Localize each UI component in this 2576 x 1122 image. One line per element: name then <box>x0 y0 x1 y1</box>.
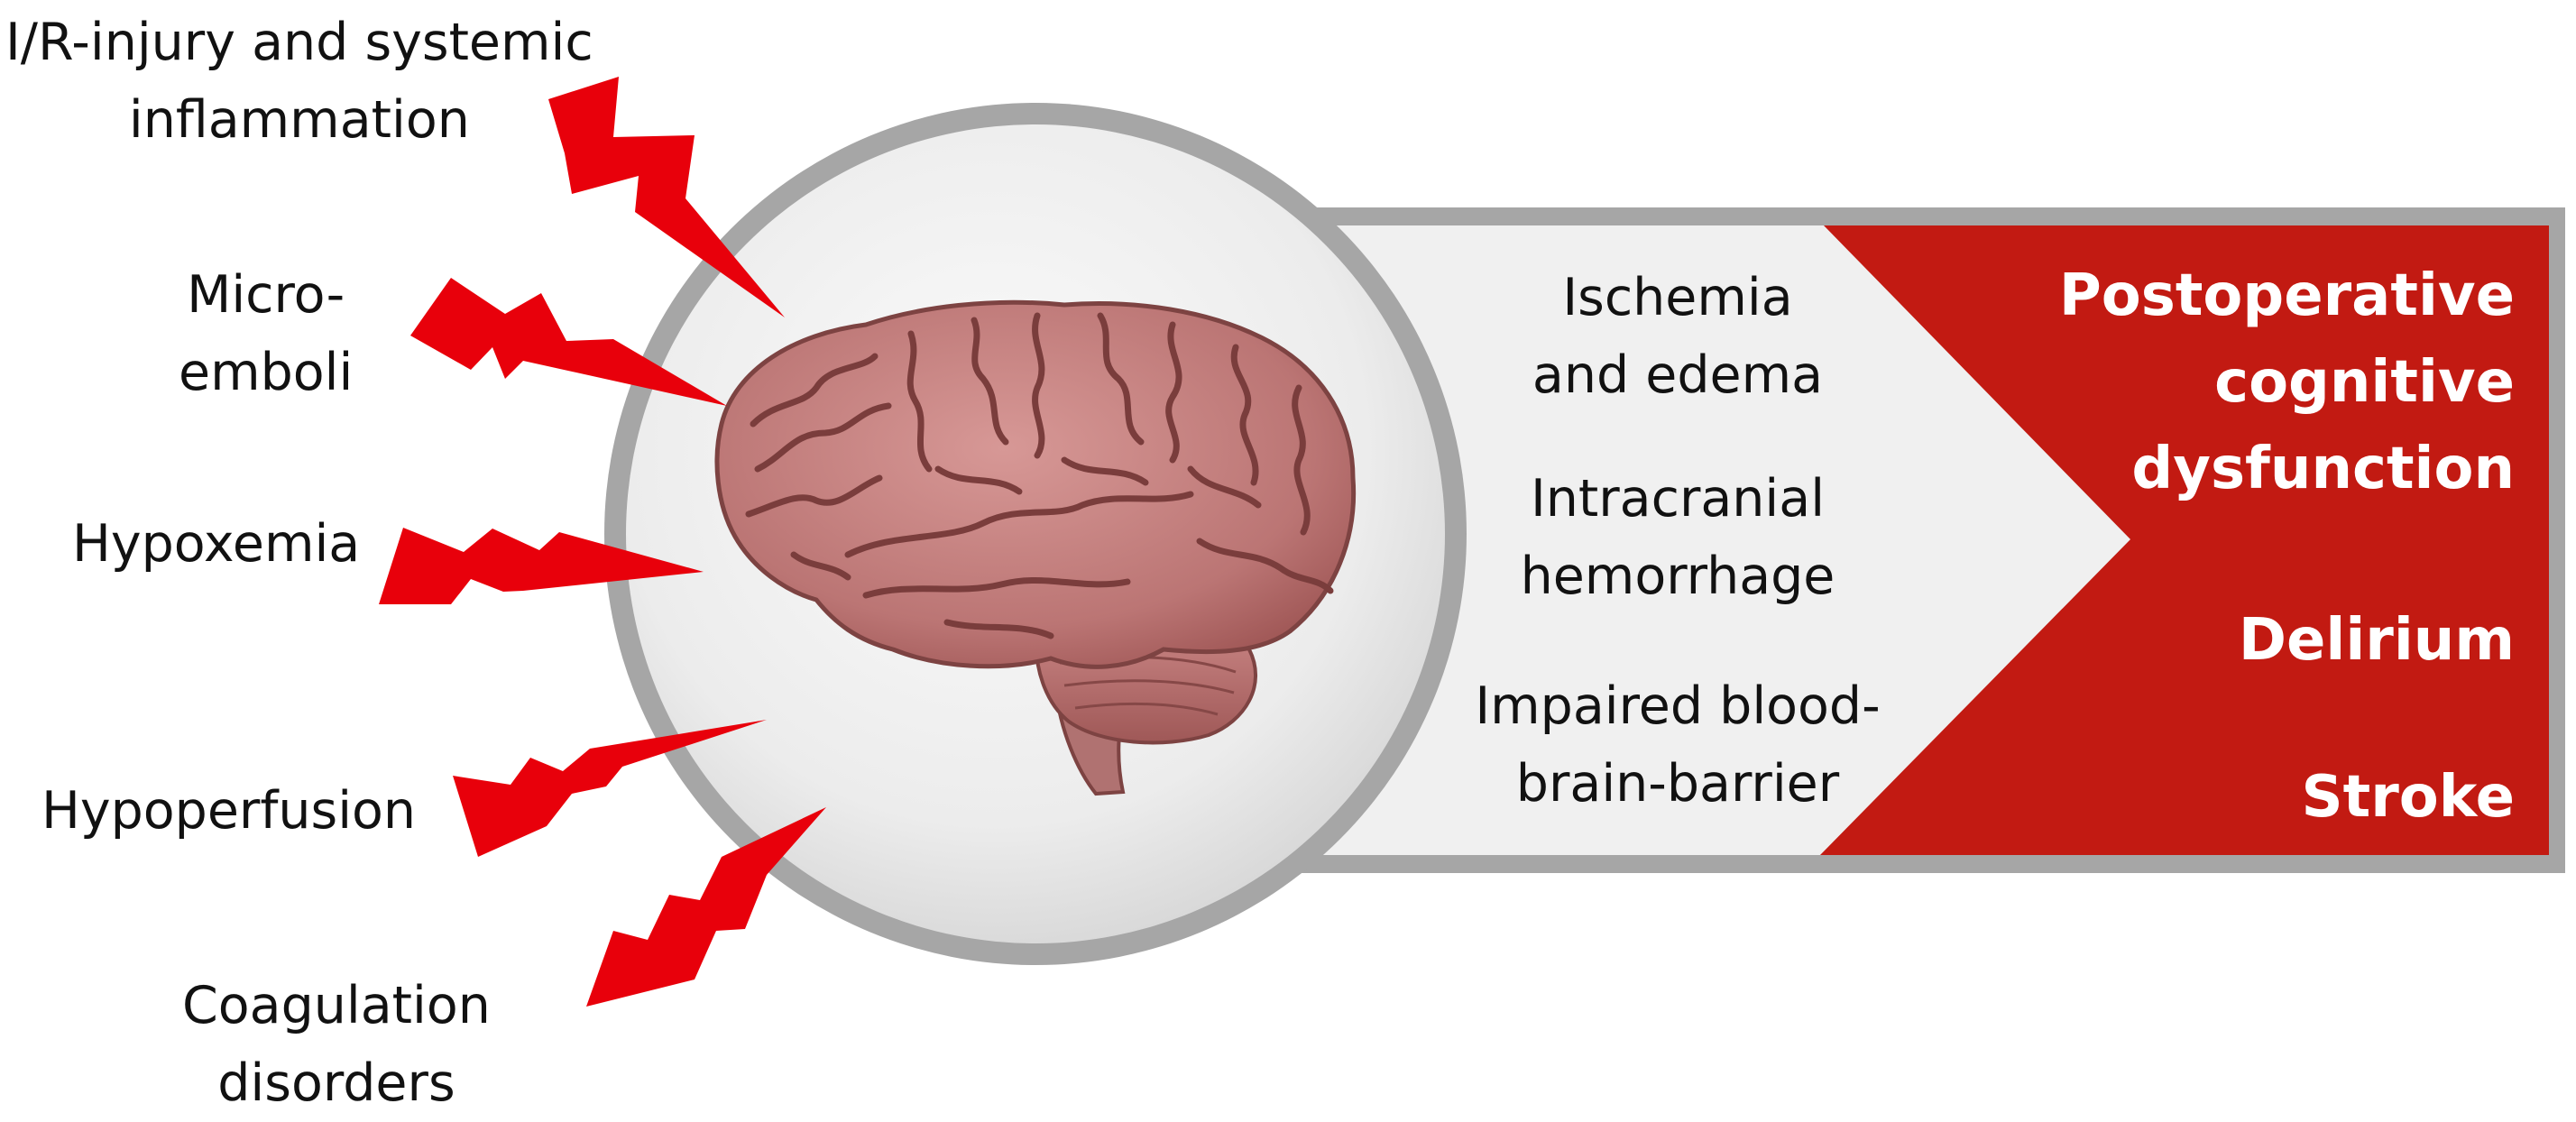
outcome-label-delirium: Delirium <box>2239 597 2515 684</box>
outcome-label-pocd: Postoperative cognitive dysfunction <box>2059 253 2515 512</box>
mechanism-label-bbb: Impaired blood- brain-barrier <box>1452 667 1903 823</box>
mechanism-line: hemorrhage <box>1520 547 1835 606</box>
mechanism-line: and edema <box>1532 345 1824 405</box>
cause-label-micro-emboli: Micro- emboli <box>179 256 353 411</box>
mechanism-label-ischemia: Ischemia and edema <box>1452 259 1903 414</box>
cause-line: I/R-injury and systemic <box>5 13 593 72</box>
cause-line: Coagulation <box>182 976 491 1035</box>
bolts <box>379 77 826 1007</box>
cause-line: Hypoperfusion <box>41 781 417 841</box>
mechanism-line: Intracranial <box>1530 469 1826 529</box>
outcome-panel <box>1820 225 2549 855</box>
cause-label-hypoperfusion: Hypoperfusion <box>41 772 416 850</box>
lightning-bolt-icon <box>453 720 767 857</box>
lightning-bolt-icon <box>548 77 785 317</box>
mechanism-line: Ischemia <box>1562 268 1793 327</box>
mechanism-line: brain-barrier <box>1515 754 1840 814</box>
lightning-bolt-icon <box>379 528 704 604</box>
cause-line: disorders <box>217 1053 455 1113</box>
brain-folds <box>745 312 1334 639</box>
cause-line: Hypoxemia <box>72 514 361 574</box>
outcome-line: Postoperative <box>2058 262 2515 329</box>
cause-line: Micro- <box>187 265 345 325</box>
brain-icon <box>714 299 1357 796</box>
mechanism-label-hemorrhage: Intracranial hemorrhage <box>1452 460 1903 615</box>
lightning-bolt-icon <box>586 807 826 1007</box>
lightning-bolt-icon <box>410 278 727 406</box>
cause-line: emboli <box>179 343 354 402</box>
cause-label-coagulation: Coagulation disorders <box>182 967 491 1122</box>
cause-line: inflammation <box>128 90 470 150</box>
cause-label-ir-injury: I/R-injury and systemic inflammation <box>5 4 593 159</box>
outcome-line: Delirium <box>2238 607 2515 674</box>
outcome-line: Stroke <box>2301 764 2515 831</box>
mechanism-line: Impaired blood- <box>1475 676 1881 736</box>
outcome-line: cognitive <box>2214 349 2515 416</box>
cerebrum <box>714 299 1357 669</box>
outcome-label-stroke: Stroke <box>2302 754 2515 841</box>
cause-label-hypoxemia: Hypoxemia <box>72 505 360 583</box>
outcome-line: dysfunction <box>2131 436 2515 502</box>
